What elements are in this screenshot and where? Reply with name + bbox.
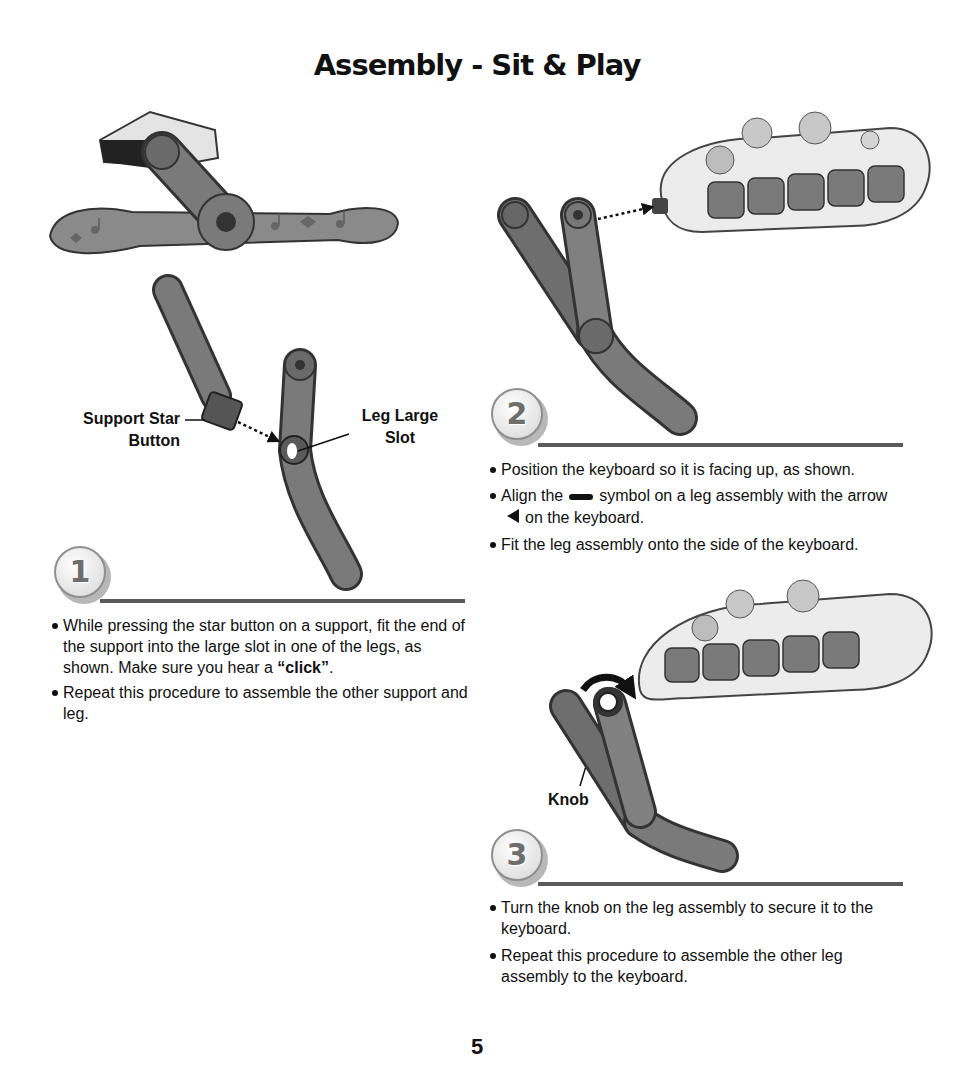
instruction-text: Align the [501, 487, 563, 504]
bullet-item: Position the keyboard so it is facing up… [490, 459, 910, 480]
bullet-item: Repeat this procedure to assemble the ot… [52, 682, 470, 724]
bullet-dot [52, 623, 58, 629]
emphasis-text: “click” [277, 659, 329, 676]
leg-assembly [502, 202, 680, 418]
bullet-item: While pressing the star button on a supp… [52, 615, 470, 678]
bullet-item: Turn the knob on the leg assembly to sec… [490, 897, 910, 939]
support-and-leg [168, 290, 346, 574]
bullet-dot [490, 467, 496, 473]
page-number: 5 [447, 1036, 507, 1058]
arrow-symbol [506, 508, 520, 529]
bullet-text: Align the symbol on a leg assembly with t… [501, 485, 910, 529]
bullet-dot [490, 953, 496, 959]
bullet-dot [490, 905, 496, 911]
step-number: 1 [70, 557, 91, 587]
bullet-item: Align the symbol on a leg assembly with t… [490, 485, 910, 529]
assembled-leg [50, 112, 398, 253]
part-label: Knob [548, 789, 608, 811]
part-label: Support Star Button [60, 408, 180, 452]
bullet-text: Fit the leg assembly onto the side of th… [501, 534, 910, 555]
bullet-dot [490, 493, 496, 499]
step-number: 3 [507, 840, 528, 870]
bullet-dot [490, 542, 496, 548]
keyboard [639, 580, 932, 700]
bullet-item: Fit the leg assembly onto the side of th… [490, 534, 910, 555]
bullet-dot [52, 690, 58, 696]
dash-symbol [568, 486, 594, 507]
bullet-text: Repeat this procedure to assemble the ot… [63, 682, 470, 724]
bullet-item: Repeat this procedure to assemble the ot… [490, 945, 910, 987]
bullet-text: Repeat this procedure to assemble the ot… [501, 945, 910, 987]
instruction-text: symbol on a leg assembly with the arrow [599, 487, 887, 504]
dash-symbol [568, 492, 594, 502]
bullet-text: While pressing the star button on a supp… [63, 615, 470, 678]
instruction-text: Repeat this procedure to assemble the ot… [501, 947, 843, 985]
bullet-text: Turn the knob on the leg assembly to sec… [501, 897, 910, 939]
arrow-symbol [506, 508, 520, 524]
leg-assembly [566, 677, 722, 856]
instruction-text: on the keyboard. [525, 509, 644, 526]
keyboard [598, 112, 930, 232]
instruction-text: While pressing the star button on a supp… [63, 617, 465, 676]
step-circle: 2 [491, 388, 543, 440]
instruction-text: Fit the leg assembly onto the side of th… [501, 536, 859, 553]
instruction-text: Turn the knob on the leg assembly to sec… [501, 899, 873, 937]
step-circle: 1 [54, 546, 106, 598]
step-number: 2 [507, 399, 528, 429]
step-circle: 3 [491, 829, 543, 881]
instruction-text: Repeat this procedure to assemble the ot… [63, 684, 468, 722]
instruction-text: . [329, 659, 333, 676]
bullet-text: Position the keyboard so it is facing up… [501, 459, 910, 480]
page-title: Assembly - Sit & Play [0, 48, 954, 82]
instruction-text: Position the keyboard so it is facing up… [501, 461, 855, 478]
part-label: Leg Large Slot [352, 405, 448, 449]
